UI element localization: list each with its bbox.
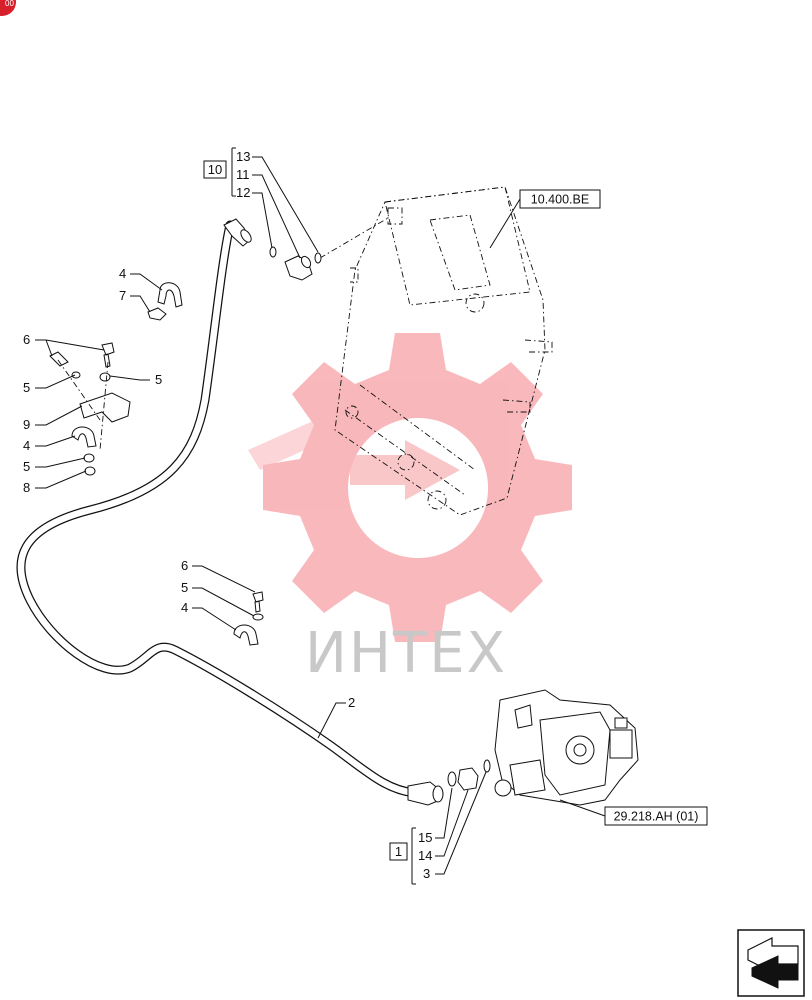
fitting-group-bottom bbox=[447, 759, 491, 791]
kit-box-top: 10 bbox=[203, 160, 227, 179]
callout-6a: 6 bbox=[23, 332, 30, 347]
watermark-text: ИНТЕХ bbox=[305, 621, 507, 686]
clamp-bolt-group-upper bbox=[147, 282, 183, 321]
callout-5b: 5 bbox=[155, 372, 162, 387]
page-badge-text: 00 bbox=[5, 0, 14, 8]
callout-6b: 6 bbox=[181, 558, 188, 573]
callout-labels: 13 11 12 4 7 6 5 5 9 4 5 8 6 5 4 2 15 14… bbox=[23, 149, 432, 881]
hydraulic-pump bbox=[494, 689, 639, 806]
leader-lines bbox=[35, 147, 606, 885]
svg-text:10.400.BE: 10.400.BE bbox=[531, 193, 589, 207]
svg-text:10: 10 bbox=[208, 162, 222, 177]
bolt-6a bbox=[49, 351, 69, 367]
kit-box-bottom: 1 bbox=[389, 842, 408, 861]
ref-box-pump: 29.218.AH (01) bbox=[604, 806, 708, 826]
callout-3: 3 bbox=[423, 866, 430, 881]
callout-7: 7 bbox=[119, 288, 126, 303]
svg-text:29.218.AH (01): 29.218.AH (01) bbox=[614, 810, 699, 824]
svg-text:1: 1 bbox=[395, 844, 402, 859]
fitting-group-top bbox=[269, 246, 322, 281]
clamp-group-lower bbox=[233, 591, 264, 646]
callout-2: 2 bbox=[348, 695, 355, 710]
gear-logo-icon bbox=[248, 333, 572, 642]
callout-4c: 4 bbox=[181, 600, 188, 615]
hose-2 bbox=[16, 218, 444, 806]
next-page-arrow-icon[interactable] bbox=[737, 929, 805, 997]
clamp-4b bbox=[71, 426, 97, 448]
callout-4b: 4 bbox=[23, 438, 30, 453]
callout-14: 14 bbox=[418, 848, 432, 863]
callout-12: 12 bbox=[236, 185, 250, 200]
radiator-assembly bbox=[334, 186, 553, 516]
bracket-9 bbox=[79, 392, 131, 423]
callout-11: 11 bbox=[236, 167, 250, 182]
callout-8: 8 bbox=[23, 480, 30, 495]
callout-5d: 5 bbox=[181, 580, 188, 595]
o-ring-13 bbox=[314, 252, 322, 264]
callout-9: 9 bbox=[23, 417, 30, 432]
ref-box-radiator: 10.400.BE bbox=[519, 189, 601, 209]
bracket-assembly-9 bbox=[49, 342, 131, 476]
page-badge: 00 bbox=[0, 0, 16, 16]
o-ring-12 bbox=[269, 246, 277, 258]
callout-13: 13 bbox=[236, 149, 250, 164]
bolt-6b bbox=[101, 342, 115, 368]
callout-15: 15 bbox=[418, 830, 432, 845]
callout-5a: 5 bbox=[23, 380, 30, 395]
callout-5c: 5 bbox=[23, 459, 30, 474]
callout-4a: 4 bbox=[119, 266, 126, 281]
